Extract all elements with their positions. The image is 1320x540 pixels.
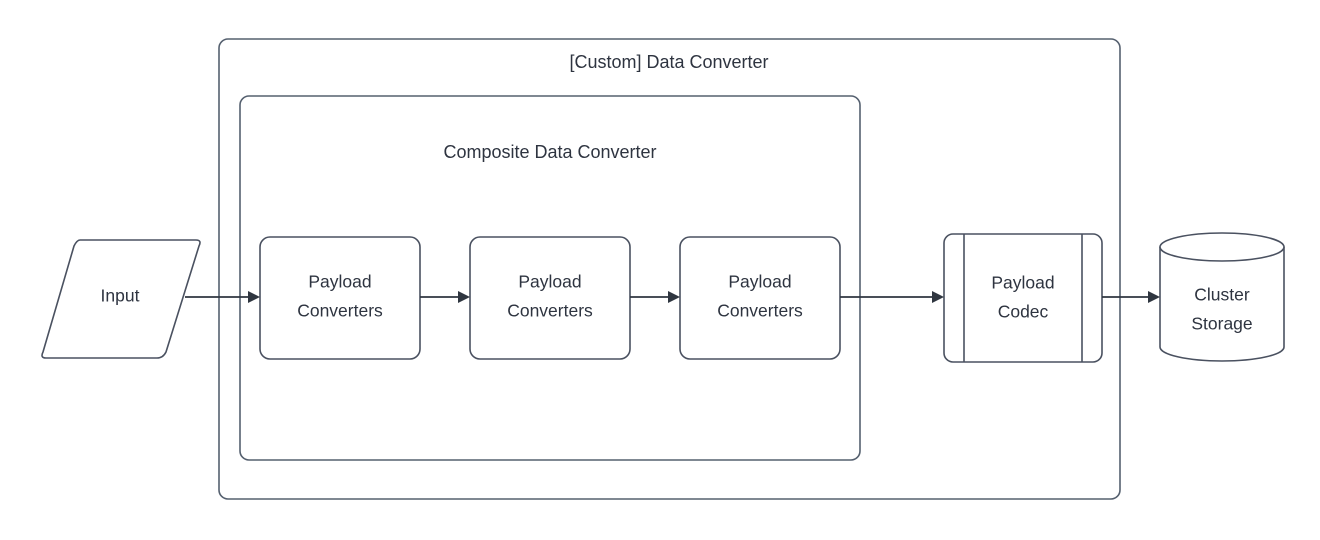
payload-converters-2-shape[interactable] [469, 236, 631, 360]
custom-data-converter-box[interactable] [218, 38, 1121, 500]
edge-pc2-to-pc3-arrowhead [668, 291, 680, 303]
node-input[interactable]: Input [41, 239, 201, 359]
edge-pc3-to-codec [840, 291, 944, 303]
node-payload-codec[interactable]: Payload Codec [943, 233, 1103, 363]
input-label: Input [101, 286, 140, 306]
edge-pc1-to-pc2 [420, 291, 470, 303]
input-parallelogram-shape[interactable] [41, 239, 201, 359]
composite-data-converter-title: Composite Data Converter [443, 142, 656, 162]
edge-pc1-to-pc2-arrowhead [458, 291, 470, 303]
payload-converters-1-label-line1: Payload [308, 272, 371, 292]
node-payload-converters-3[interactable]: Payload Converters [679, 236, 841, 360]
group-custom-data-converter[interactable]: [Custom] Data Converter [218, 38, 1121, 500]
composite-data-converter-box[interactable] [239, 95, 861, 461]
edge-codec-to-storage [1102, 291, 1160, 303]
node-cluster-storage[interactable]: Cluster Storage [1159, 232, 1285, 362]
edge-input-to-pc1-arrowhead [248, 291, 260, 303]
edge-pc3-to-codec-arrowhead [932, 291, 944, 303]
payload-converters-1-shape[interactable] [259, 236, 421, 360]
cluster-storage-label-line2: Storage [1191, 314, 1252, 334]
payload-converters-1-label-line2: Converters [297, 301, 383, 321]
group-composite-data-converter[interactable]: Composite Data Converter [239, 95, 861, 461]
payload-converters-3-shape[interactable] [679, 236, 841, 360]
node-payload-converters-1[interactable]: Payload Converters [259, 236, 421, 360]
edge-input-to-pc1 [185, 291, 260, 303]
cluster-storage-top-ellipse [1159, 232, 1285, 262]
payload-codec-label-line1: Payload [991, 273, 1054, 293]
payload-converters-3-label-line2: Converters [717, 301, 803, 321]
cluster-storage-label-line1: Cluster [1194, 285, 1250, 305]
edge-pc2-to-pc3 [630, 291, 680, 303]
payload-converters-3-label-line1: Payload [728, 272, 791, 292]
payload-codec-shape[interactable] [943, 233, 1103, 363]
edge-codec-to-storage-arrowhead [1148, 291, 1160, 303]
cluster-storage-body[interactable] [1159, 246, 1285, 362]
payload-converters-2-label-line1: Payload [518, 272, 581, 292]
payload-converters-2-label-line2: Converters [507, 301, 593, 321]
payload-codec-label-line2: Codec [998, 302, 1049, 322]
node-payload-converters-2[interactable]: Payload Converters [469, 236, 631, 360]
custom-data-converter-title: [Custom] Data Converter [569, 52, 768, 72]
